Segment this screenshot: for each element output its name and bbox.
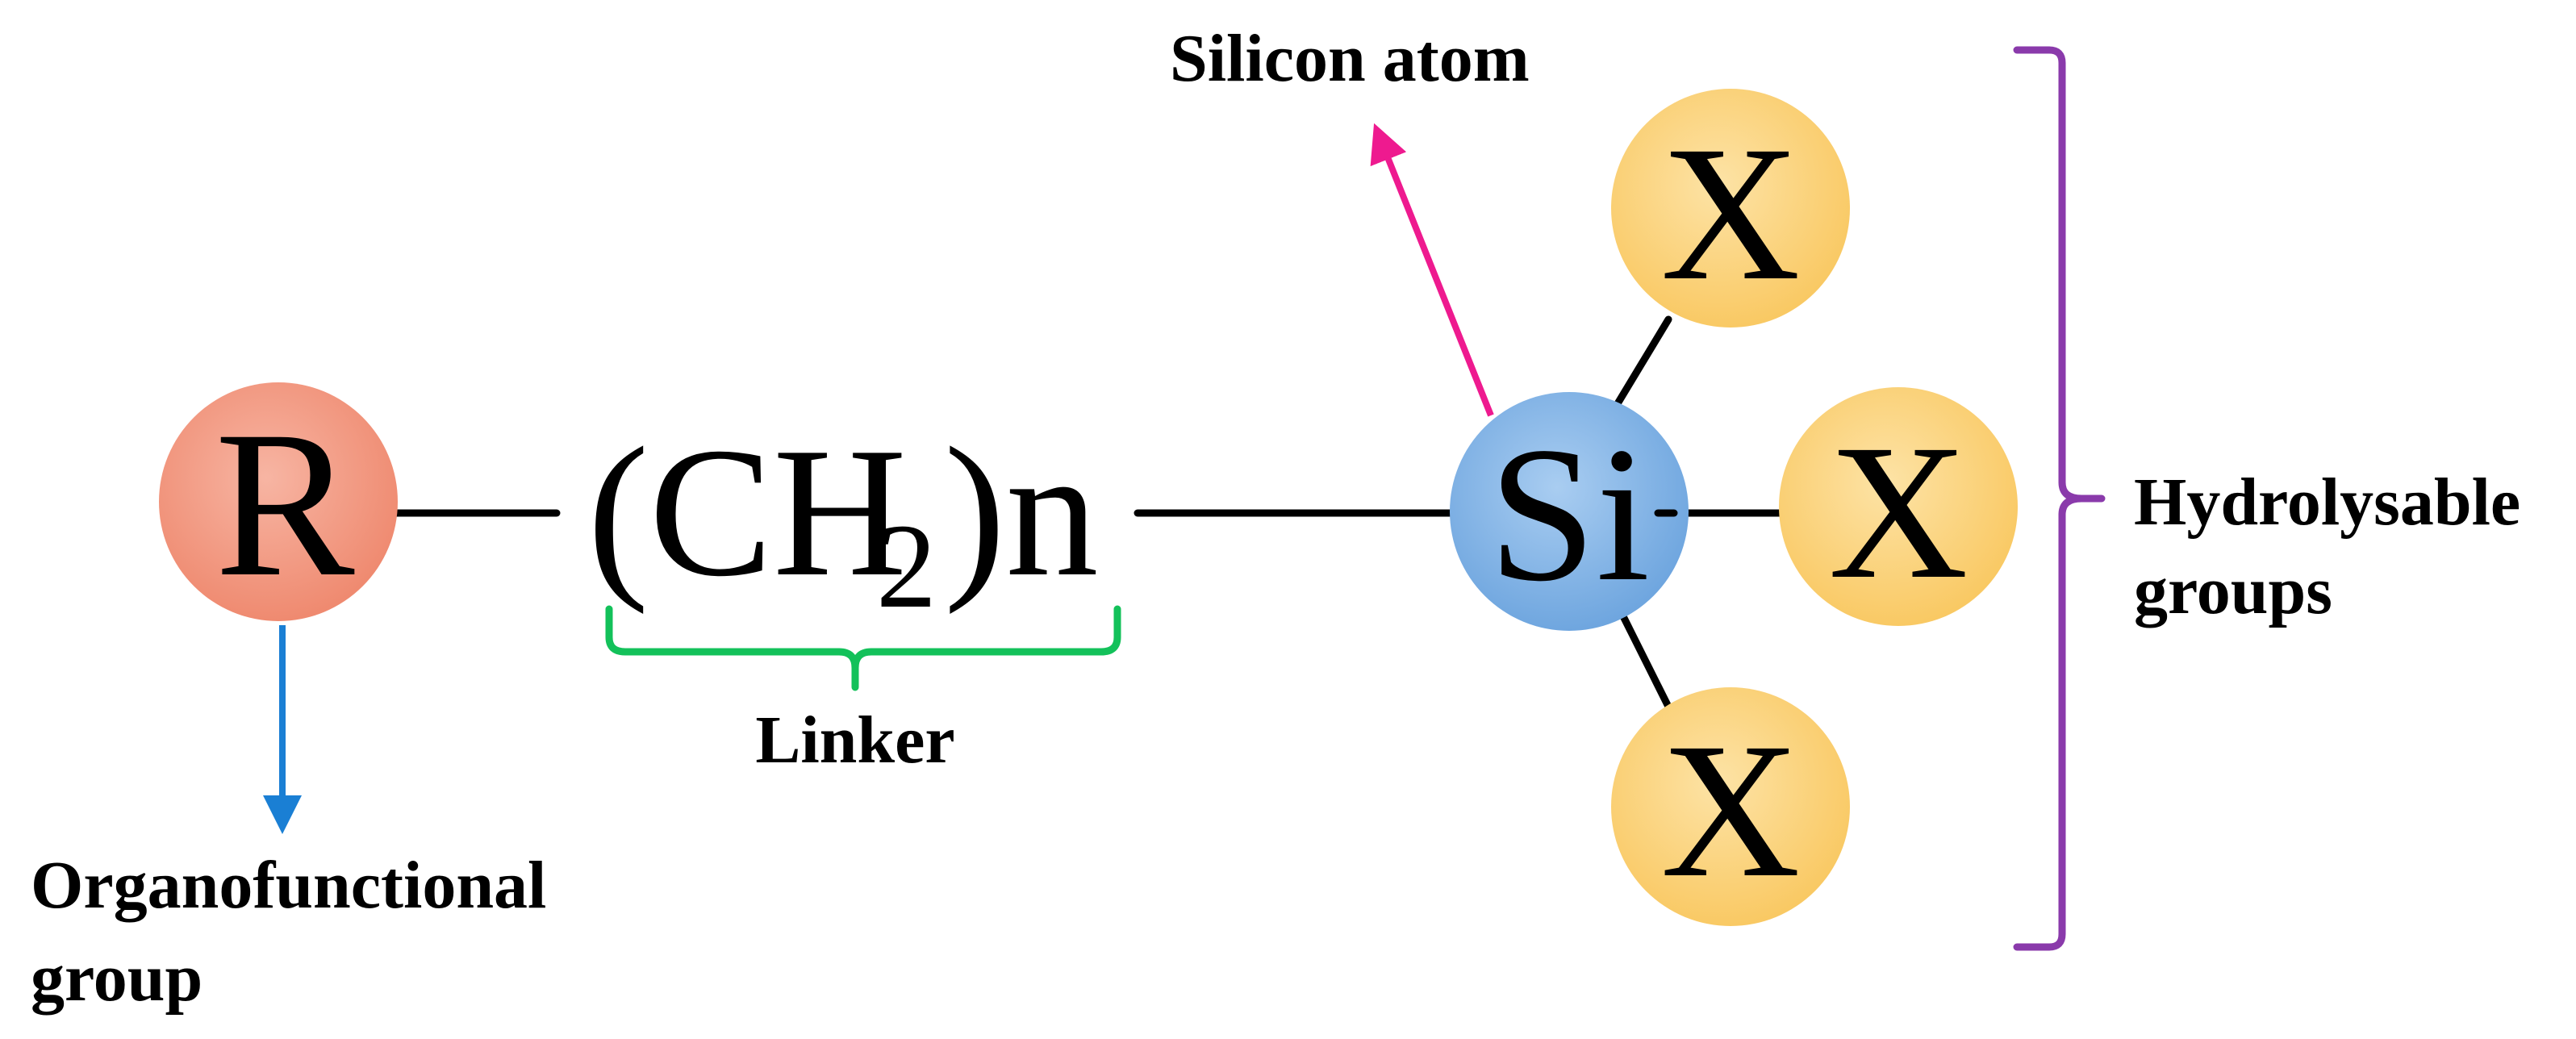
bond-si-x-top — [1608, 315, 1672, 417]
linker-formula-close: )n — [944, 409, 1099, 615]
x-atom-top: X — [1611, 89, 1850, 328]
x-atom-middle-label: X — [1828, 404, 1968, 619]
si-atom-circle — [1450, 392, 1689, 631]
si-atom-label: Si — [1488, 407, 1650, 621]
organofunctional-caption-line1: Organofunctional — [31, 848, 546, 923]
linker-brace — [605, 605, 1121, 691]
silicon-atom-arrow — [1370, 123, 1494, 417]
bond-si-x-bottom — [1618, 609, 1672, 711]
x-atom-bottom-circle — [1611, 687, 1850, 926]
linker-formula-subscript: 2 — [876, 499, 937, 633]
hydrolysable-caption-line2: groups — [2134, 553, 2332, 628]
silicon-atom-caption: Silicon atom — [1170, 21, 1530, 96]
x-atom-bottom-label: X — [1660, 703, 1800, 917]
organofunctional-caption-line2: group — [31, 941, 202, 1016]
x-atom-middle: X — [1779, 387, 2018, 626]
x-atom-middle-circle — [1779, 387, 2018, 626]
linker-formula-open: (CH — [587, 409, 907, 615]
x-atom-bottom: X — [1611, 687, 1850, 926]
linker-formula: (CH 2 )n — [587, 409, 1099, 633]
r-atom-circle — [159, 382, 398, 621]
r-atom: R — [159, 382, 398, 621]
hydrolysable-bracket — [2013, 46, 2106, 951]
linker-caption: Linker — [755, 703, 954, 778]
r-atom-label: R — [215, 388, 356, 620]
si-atom: Si — [1450, 392, 1689, 631]
x-atom-top-label: X — [1660, 106, 1800, 320]
x-atom-top-circle — [1611, 89, 1850, 328]
hydrolysable-caption-line1: Hydrolysable — [2134, 465, 2520, 540]
